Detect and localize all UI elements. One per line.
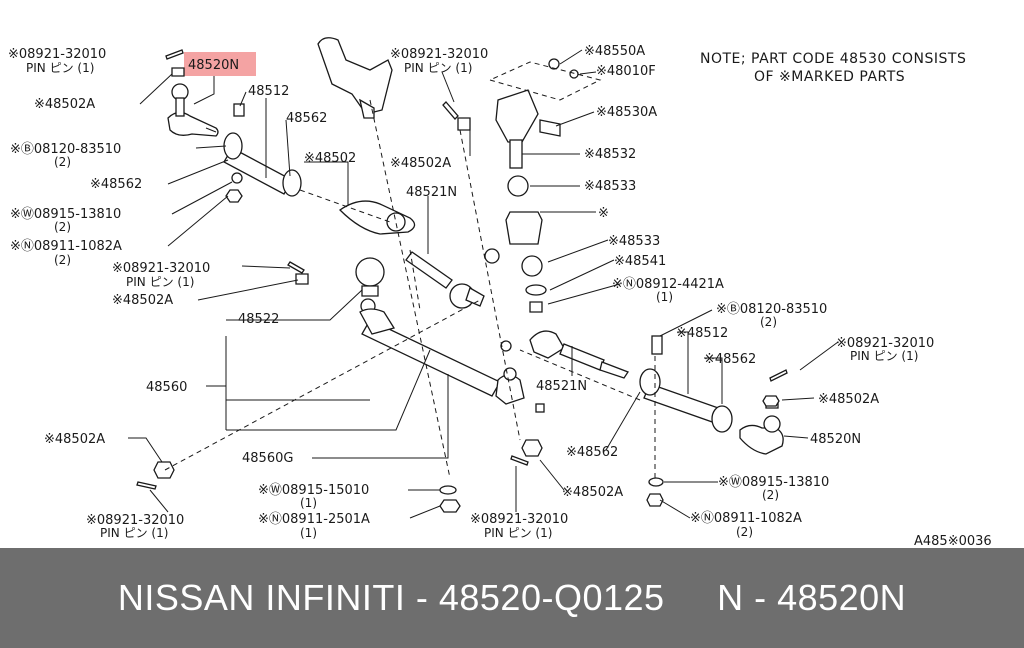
title-separator-2: - (743, 577, 778, 618)
label-48533-b: ※48533 (608, 234, 660, 249)
label-08915-13810-a: ※Ⓦ08915-13810 (10, 207, 121, 222)
right-tie-rod-end (739, 399, 784, 455)
assembly-lines (164, 61, 656, 480)
parts-diagram: NOTE; PART CODE 48530 CONSISTS OF ※MARKE… (8, 37, 992, 548)
maker-code: N (717, 577, 744, 618)
label-48562-d: ※48562 (566, 445, 618, 460)
label-48502a-c: ※48502A (390, 156, 451, 171)
note-line-1: NOTE; PART CODE 48530 CONSISTS (700, 51, 966, 67)
label-48562-b: ※48562 (90, 177, 142, 192)
label-48502: ※48502 (304, 151, 356, 166)
label-48502a-b: ※48502A (112, 293, 173, 308)
label-48560: 48560 (146, 380, 187, 395)
right-adjusting-sleeve (639, 368, 733, 433)
relay-rod (355, 257, 525, 405)
label-08921-32010-d: ※08921-32010 (836, 336, 934, 351)
part-title-bar: NISSAN INFINITI - 48520-Q0125 N - 48520N (0, 548, 1024, 648)
label-48560g: 48560G (242, 451, 293, 466)
label-pin-a: PIN ピン (1) (26, 61, 94, 75)
label-48502a-d: ※48502A (818, 392, 879, 407)
label-48541: ※48541 (614, 254, 666, 269)
label-08911-1082a-b: ※Ⓝ08911-1082A (690, 511, 802, 526)
label-48521n-a: 48521N (406, 185, 457, 200)
label-qty-1-b: (1) (300, 496, 317, 510)
note-block: NOTE; PART CODE 48530 CONSISTS OF ※MARKE… (700, 51, 966, 85)
note-line-2: OF ※MARKED PARTS (754, 69, 905, 85)
label-08911-1082a-a: ※Ⓝ08911-1082A (10, 239, 122, 254)
catalog-part-number: 48520N (777, 577, 907, 618)
label-marker: ※ (598, 206, 609, 221)
label-48512-a: 48512 (248, 84, 289, 99)
label-qty-2-b: (2) (54, 220, 71, 234)
label-48520n-selected[interactable]: 48520N (188, 58, 239, 73)
label-pin-b: PIN ピン (1) (126, 275, 194, 289)
label-qty-2-d: (2) (760, 315, 777, 329)
label-08915-15010: ※Ⓦ08915-15010 (258, 483, 369, 498)
label-48502a-a: ※48502A (34, 97, 95, 112)
diagram-reference-code: A485※0036 (914, 534, 992, 548)
label-48562-c: ※48562 (704, 352, 756, 367)
label-pin-d: PIN ピン (1) (850, 349, 918, 363)
leader-lines (128, 49, 839, 519)
label-48521n-b: 48521N (536, 379, 587, 394)
label-48562-a: 48562 (286, 111, 327, 126)
label-qty-2-c: (2) (54, 253, 71, 267)
label-pin-f: PIN ピン (1) (484, 526, 552, 540)
label-08912-4421a: ※Ⓝ08912-4421A (612, 277, 724, 292)
callout-labels: ※08921-32010 PIN ピン (1) 48520N ※48502A 4… (8, 44, 992, 548)
label-qty-1-c: (1) (300, 526, 317, 540)
label-48010f: ※48010F (596, 64, 656, 79)
label-48530a: ※48530A (596, 105, 657, 120)
title-separator-1: - (405, 577, 439, 618)
label-48533-a: ※48533 (584, 179, 636, 194)
label-08921-32010-c: ※08921-32010 (390, 47, 488, 62)
pitman-arm (317, 37, 416, 235)
label-48532: ※48532 (584, 147, 636, 162)
label-08921-32010-a: ※08921-32010 (8, 47, 106, 62)
left-tie-rod-end (167, 67, 219, 137)
label-qty-2-a: (2) (54, 155, 71, 169)
label-48550a: ※48550A (584, 44, 645, 59)
label-08915-13810-b: ※Ⓦ08915-13810 (718, 475, 829, 490)
label-qty-2-e: (2) (762, 488, 779, 502)
label-08921-32010-e: ※08921-32010 (86, 513, 184, 528)
label-qty-1-a: (1) (656, 290, 673, 304)
part-highlight (184, 52, 256, 76)
label-48520n: 48520N (810, 432, 861, 447)
left-adjusting-sleeve (223, 103, 302, 203)
hardware (136, 49, 788, 513)
label-qty-2-f: (2) (736, 525, 753, 539)
label-08921-32010-f: ※08921-32010 (470, 512, 568, 527)
label-pin-e: PIN ピン (1) (100, 526, 168, 540)
label-08911-2501a: ※Ⓝ08911-2501A (258, 512, 370, 527)
idler-arm-assembly (495, 58, 579, 313)
oem-part-number: 48520-Q0125 (438, 577, 665, 618)
label-08921-32010-b: ※08921-32010 (112, 261, 210, 276)
title-gap (665, 577, 718, 619)
label-08120-83510-b: ※Ⓑ08120-83510 (716, 302, 827, 317)
brand-name: NISSAN INFINITI (117, 577, 406, 618)
label-48522: 48522 (238, 312, 279, 327)
label-pin-c: PIN ピン (1) (404, 61, 472, 75)
label-48512-b: ※48512 (676, 326, 728, 341)
inner-tie-rod-lower (529, 330, 663, 379)
label-08120-83510-a: ※Ⓑ08120-83510 (10, 142, 121, 157)
label-48502a-f: ※48502A (562, 485, 623, 500)
label-48502a-e: ※48502A (44, 432, 105, 447)
inner-tie-rod-upper (405, 248, 500, 309)
